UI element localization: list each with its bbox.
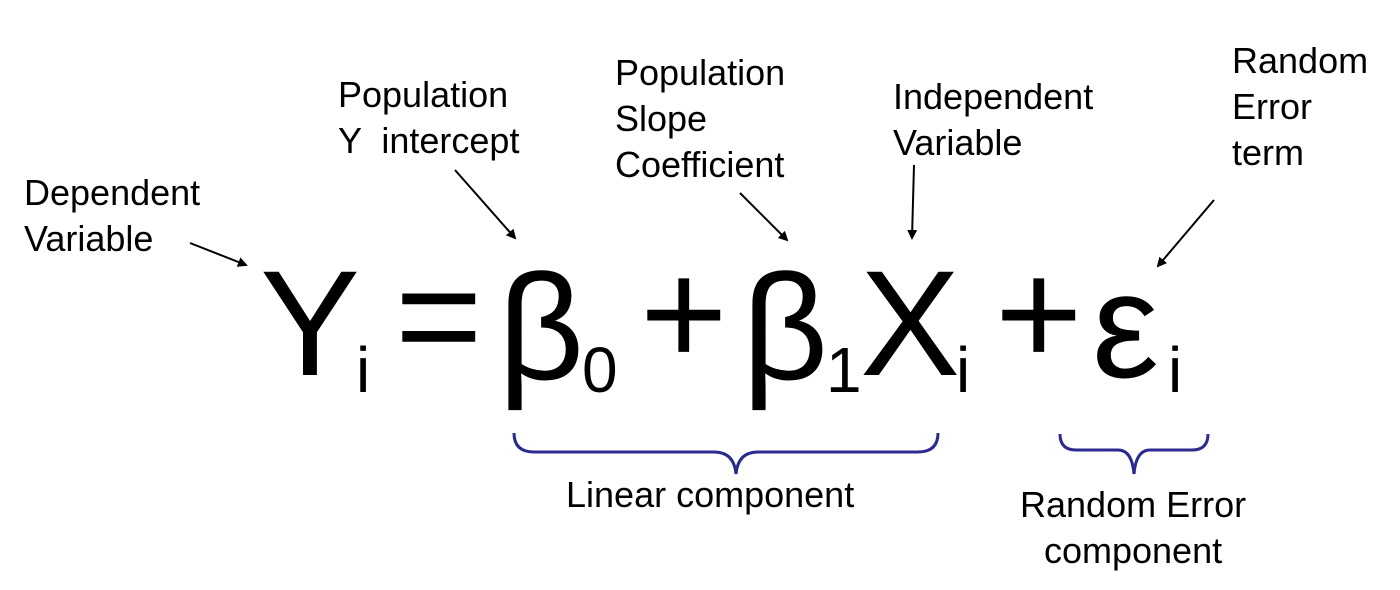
equation-x-subscript: i — [956, 334, 971, 406]
population-intercept-label: Population Y intercept — [338, 72, 519, 164]
intercept-arrow — [454, 169, 517, 240]
equation-beta-one-subscript: 1 — [826, 334, 862, 406]
population-slope-line-2: Slope — [615, 98, 708, 139]
equation-beta-one: β — [742, 243, 829, 411]
population-slope-label: Population Slope Coefficient — [615, 50, 785, 188]
population-intercept-line-2: Y intercept — [338, 120, 520, 161]
independent-variable-line-1: Independent — [893, 76, 1094, 117]
dependent-variable-line-2: Variable — [24, 218, 154, 259]
equation-beta-zero-subscript: 0 — [582, 334, 618, 406]
slope-arrow — [739, 192, 789, 242]
population-slope-line-1: Population — [615, 52, 786, 93]
linear-component-label: Linear component — [566, 474, 855, 515]
dependent-arrow — [189, 242, 248, 267]
equation-equals-sign: = — [395, 231, 483, 399]
independent-variable-line-2: Variable — [893, 122, 1023, 163]
random-error-component-brace — [1058, 433, 1210, 475]
random-error-term-label: Random Error term — [1232, 38, 1368, 176]
random-error-term-line-3: term — [1232, 132, 1304, 173]
error-term-arrow — [1156, 199, 1215, 268]
random-error-component-line-2: component — [1043, 530, 1223, 571]
equation-y-subscript: i — [356, 334, 371, 406]
equation-plus-sign-1: + — [640, 229, 728, 397]
equation-epsilon-subscript: i — [1168, 334, 1183, 406]
random-error-component-label: Random Error component — [1020, 482, 1246, 574]
independent-variable-label: Independent Variable — [893, 74, 1093, 166]
population-intercept-line-1: Population — [338, 74, 509, 115]
equation-y: Y — [260, 239, 361, 407]
equation-epsilon: ε — [1092, 241, 1159, 409]
random-error-term-line-2: Error — [1232, 86, 1312, 127]
dependent-variable-label: Dependent Variable — [24, 170, 200, 262]
population-slope-line-3: Coefficient — [615, 144, 785, 185]
random-error-term-line-1: Random — [1232, 40, 1369, 81]
dependent-variable-line-1: Dependent — [24, 172, 201, 213]
equation-x: X — [860, 239, 961, 407]
equation-plus-sign-2: + — [995, 229, 1083, 397]
independent-arrow — [907, 164, 918, 240]
random-error-component-line-1: Random Error — [1020, 484, 1247, 525]
equation-beta-zero: β — [498, 243, 585, 411]
linear-component-brace — [512, 432, 940, 475]
